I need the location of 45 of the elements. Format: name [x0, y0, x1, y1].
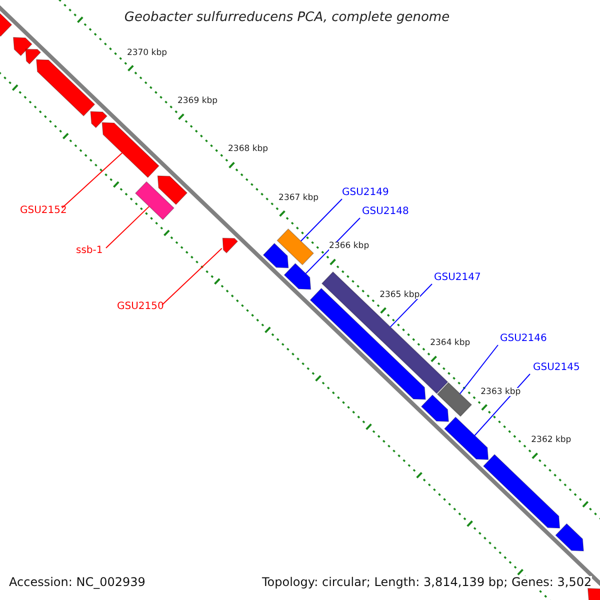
gene-feature-block: [276, 228, 314, 266]
gene-label: GSU2147: [434, 273, 481, 283]
gene-feature: [102, 122, 160, 178]
gene-label: GSU2150: [117, 302, 164, 312]
position-label: 2366 kbp: [329, 242, 370, 251]
gene-feature: [482, 454, 560, 529]
position-label: 2363 kbp: [480, 388, 521, 396]
position-label: 2365 kbp: [380, 290, 420, 300]
leader-line: [106, 206, 150, 248]
title: Geobacter sulfurreducens PCA, complete genome: [123, 11, 451, 24]
gene-feature: [12, 37, 32, 56]
gene-feature: [25, 48, 42, 65]
accession-text: Accession: NC_002939: [9, 576, 146, 588]
gene-feature: [444, 416, 489, 460]
position-label: 2370 kbp: [126, 48, 168, 58]
gene-label: ssb-1: [76, 246, 103, 256]
gene-label: GSU2145: [533, 363, 580, 373]
position-label: 2368 kbp: [228, 145, 268, 154]
gene-feature: [222, 238, 238, 254]
leader-line: [474, 374, 530, 436]
leader-line: [162, 248, 222, 306]
gene-feature: [262, 242, 289, 268]
gene-feature: [157, 175, 188, 206]
leader-line: [62, 152, 123, 208]
position-label: 2364 kbp: [430, 339, 470, 348]
gene-feature-block: [436, 382, 472, 417]
gene-label: GSU2148: [362, 207, 409, 217]
gene-feature-block: [134, 181, 174, 220]
gene-feature: [36, 59, 96, 116]
leader-line: [460, 344, 498, 394]
leader-line: [390, 284, 432, 328]
gene-label: GSU2149: [342, 188, 389, 198]
position-label: 2362 kbp: [531, 436, 572, 445]
genome-summary-text: Topology: circular; Length: 3,814,139 bp; Genes: 3,502: [262, 576, 592, 588]
leader-line: [300, 198, 342, 242]
gene-feature: [310, 288, 426, 400]
gene-label: GSU2146: [500, 334, 547, 344]
gene-feature: [587, 588, 600, 600]
position-label: 2367 kbp: [278, 194, 319, 202]
gene-feature: [90, 111, 108, 128]
gene-label: GSU2152: [20, 206, 67, 216]
gene-feature: [555, 523, 584, 552]
leader-line: [305, 218, 360, 274]
gene-feature: [284, 262, 312, 290]
position-label: 2369 kbp: [177, 96, 218, 106]
